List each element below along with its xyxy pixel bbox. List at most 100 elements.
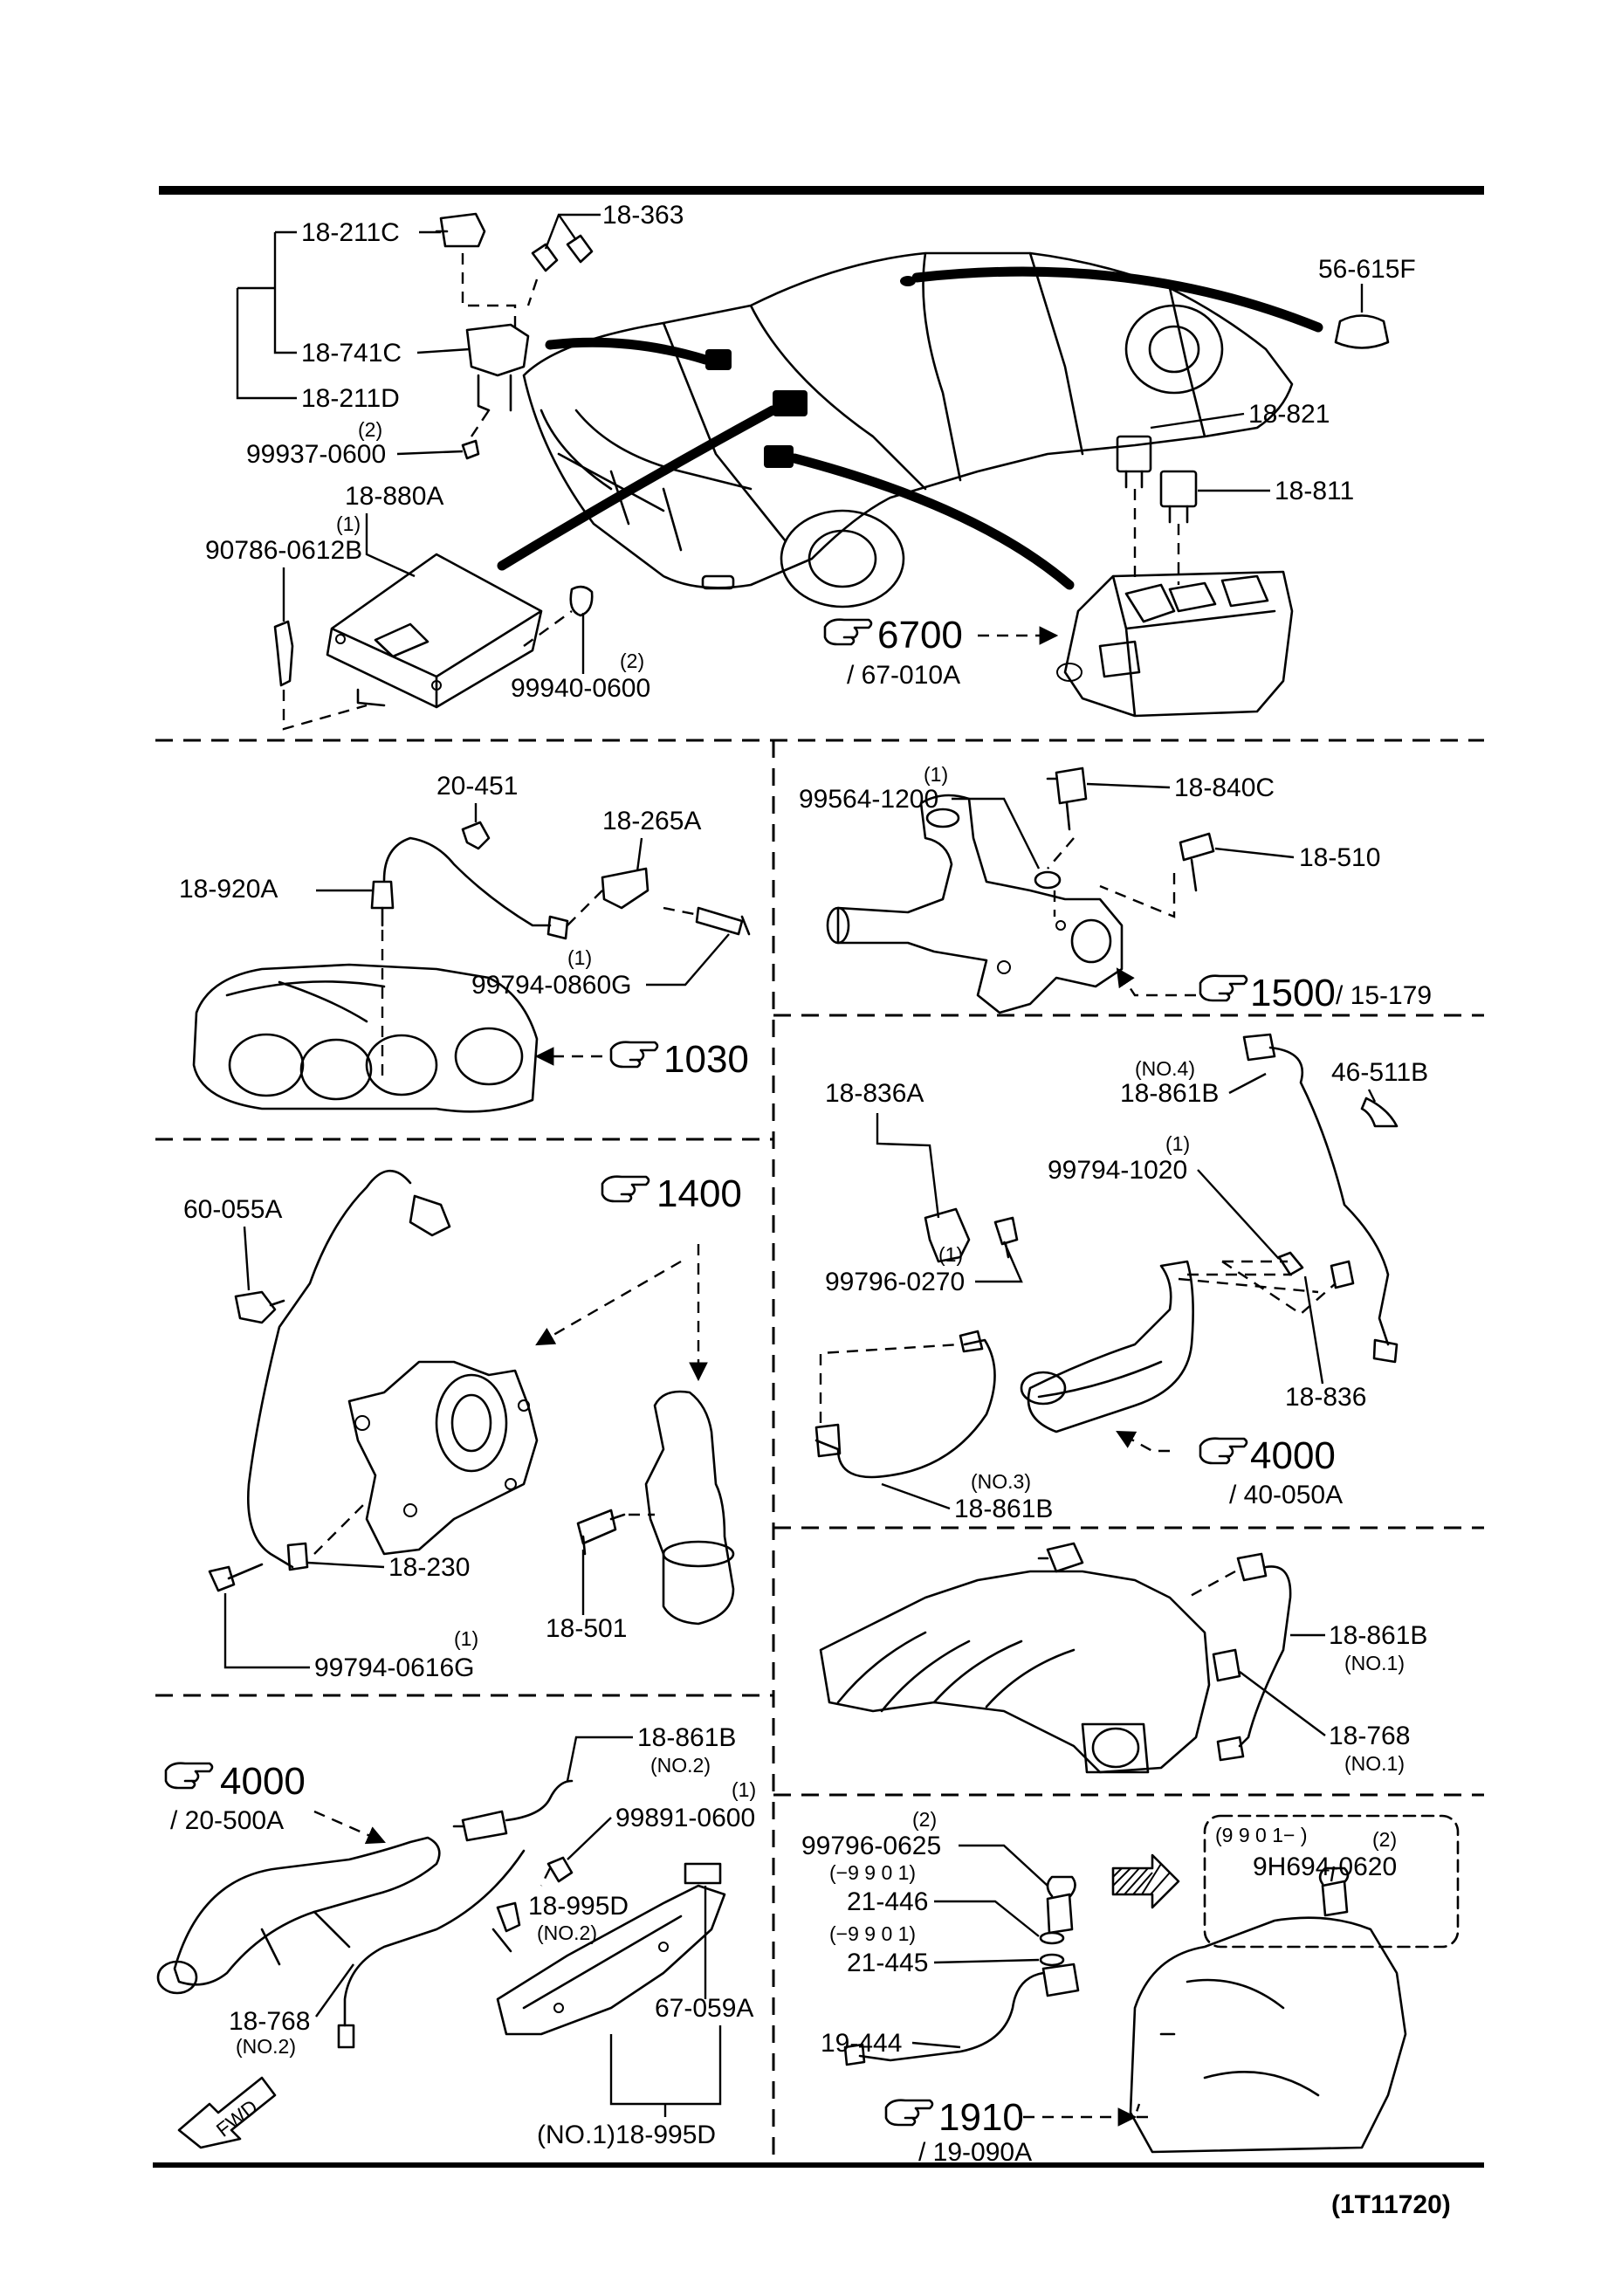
label-99794-0860-qty: (1)	[567, 946, 592, 969]
label-99794-1020-qty: (1)	[1165, 1132, 1190, 1155]
top-labels: 18-211C 18-363 18-741C 18-211D (2) 99937…	[205, 201, 1416, 703]
label-99794-0860G: 99794-0860G	[471, 971, 632, 1000]
label-no1-a: (NO.1)	[1344, 1652, 1405, 1674]
label-18-920A: 18-920A	[179, 875, 278, 904]
car-body	[522, 251, 1294, 589]
transmission-section	[843, 1814, 1460, 2154]
cylinder-head	[192, 963, 539, 1113]
cam-sensor-labels: 60-055A 1400 18-230 18-501 (1) 99794-061…	[183, 1172, 742, 1682]
ecu-module	[273, 553, 594, 731]
label-18-768-no1: 18-768	[1329, 1722, 1410, 1750]
timing-cover	[347, 1360, 539, 1556]
label-60-055A: 60-055A	[183, 1195, 282, 1224]
label-18-861B-no2: 18-861B	[637, 1723, 736, 1752]
revision-box	[1203, 1814, 1460, 1949]
fwd-arrow	[177, 2076, 277, 2149]
label-67-059A: 67-059A	[655, 1994, 753, 2023]
ref-6700: 6700	[877, 614, 963, 656]
label-no2-c: (NO.2)	[236, 2035, 296, 2058]
sensor-cluster-top-left	[435, 212, 594, 460]
exhaust-manifold	[1027, 1260, 1194, 1433]
label-18-840C: 18-840C	[1174, 773, 1275, 802]
label-99937-qty: (2)	[358, 418, 382, 441]
label-99794-1020: 99794-1020	[1048, 1156, 1187, 1185]
ref-1030: 1030	[663, 1038, 749, 1081]
label-99937-0600: 99937-0600	[246, 440, 386, 469]
label-range-2: (−9 9 0 1)	[829, 1922, 916, 1945]
water-outlet	[836, 794, 1124, 1014]
water-outlet-labels: (1) 99564-1200 18-840C 18-510 1500 / 15-…	[799, 763, 1432, 1014]
label-90786-0612B: 90786-0612B	[205, 536, 362, 565]
ref-1400: 1400	[656, 1172, 742, 1215]
label-99796-0625: 99796-0625	[801, 1832, 941, 1860]
hatched-arrow	[1111, 1853, 1180, 1909]
front-pipe-labels: 4000 / 20-500A 18-861B (NO.2) (1) 99891-…	[164, 1723, 756, 2149]
label-99564-1200: 99564-1200	[799, 785, 938, 814]
ref-15-179: / 15-179	[1336, 981, 1432, 1010]
label-range-1: (−9 9 0 1)	[829, 1861, 916, 1884]
label-99796-0625-qty: (2)	[912, 1808, 937, 1831]
label-99564-qty: (1)	[924, 763, 948, 786]
ref-67-010A: / 67-010A	[847, 661, 960, 690]
label-18-741C: 18-741C	[301, 339, 402, 368]
label-no2-a: (NO.2)	[650, 1754, 711, 1777]
ref-1500: 1500	[1250, 972, 1336, 1014]
ref-4000-a: 4000	[1250, 1434, 1336, 1477]
figure-code: (1T11720)	[1331, 2190, 1451, 2219]
label-18-880A: 18-880A	[345, 482, 443, 511]
intake-manifold	[819, 1570, 1211, 1774]
exhaust-o2-labels: (NO.4) 18-861B 46-511B 18-836A (1) 99794…	[825, 1057, 1428, 1523]
engine-o2-section	[192, 821, 751, 1113]
label-18-211D: 18-211D	[301, 384, 400, 413]
label-18-836A: 18-836A	[825, 1079, 924, 1108]
label-no4: (NO.4)	[1135, 1057, 1195, 1080]
label-18-211C: 18-211C	[301, 218, 400, 247]
label-range-3: (9 9 0 1− )	[1215, 1824, 1307, 1846]
transmission-case	[1129, 1916, 1407, 2154]
heat-shield	[496, 1884, 726, 2036]
cam-sensor-section	[208, 1169, 735, 1626]
label-21-446: 21-446	[847, 1887, 928, 1916]
label-18-510: 18-510	[1299, 843, 1380, 872]
cam-harness	[247, 1169, 412, 1569]
front-pipe-section: FWD	[156, 1779, 726, 2149]
label-46-511B: 46-511B	[1331, 1058, 1428, 1087]
label-99796-0270: 99796-0270	[825, 1268, 965, 1296]
engine-o2-labels: 20-451 18-265A 18-920A (1) 99794-0860G 1…	[179, 772, 749, 1081]
transmission-labels: (2) 99796-0625 (−9 9 0 1) 21-446 (−9 9 0…	[801, 1808, 1397, 2167]
label-18-363: 18-363	[602, 201, 684, 230]
label-no2-b: (NO.2)	[537, 1921, 597, 1944]
section-separators	[155, 739, 1484, 2156]
label-99940-qty: (2)	[620, 650, 644, 672]
label-99794-0616-qty: (1)	[454, 1627, 478, 1650]
oil-filter-stand	[644, 1390, 735, 1626]
label-19-444: 19-444	[821, 2029, 902, 2058]
label-18-861B-no4: 18-861B	[1120, 1079, 1219, 1108]
label-no1-b: (NO.1)	[1344, 1752, 1405, 1775]
label-18-230: 18-230	[388, 1553, 470, 1582]
label-9H694-qty: (2)	[1372, 1828, 1397, 1851]
intake-section	[819, 1542, 1292, 1774]
ref-19-090A: / 19-090A	[918, 2138, 1032, 2167]
front-pipe	[173, 1836, 441, 1986]
label-99940-0600: 99940-0600	[511, 674, 650, 703]
label-18-768-no2: 18-768	[229, 2007, 310, 2036]
ref-1910: 1910	[938, 2096, 1024, 2139]
label-99891-qty: (1)	[732, 1778, 756, 1801]
label-no3: (NO.3)	[971, 1470, 1031, 1493]
ref-20-500A: / 20-500A	[170, 1806, 284, 1835]
label-18-501: 18-501	[546, 1614, 627, 1643]
label-56-615F: 56-615F	[1318, 255, 1416, 284]
label-18-861B-no3: 18-861B	[954, 1495, 1053, 1523]
label-9H694-0620: 9H694-0620	[1253, 1853, 1397, 1881]
label-99796-0270-qty: (1)	[938, 1243, 963, 1266]
label-18-995D-no2: 18-995D	[528, 1892, 629, 1921]
ref-40-050A: / 40-050A	[1229, 1481, 1343, 1509]
water-outlet-section	[826, 766, 1215, 1014]
exhaust-o2-section	[814, 1033, 1399, 1479]
label-90786-qty: (1)	[336, 512, 361, 535]
label-18-861B-no1: 18-861B	[1329, 1621, 1427, 1650]
label-18-995D-no1: (NO.1)18-995D	[537, 2121, 716, 2149]
label-99794-0616G: 99794-0616G	[314, 1653, 475, 1682]
label-99891-0600: 99891-0600	[615, 1804, 755, 1832]
